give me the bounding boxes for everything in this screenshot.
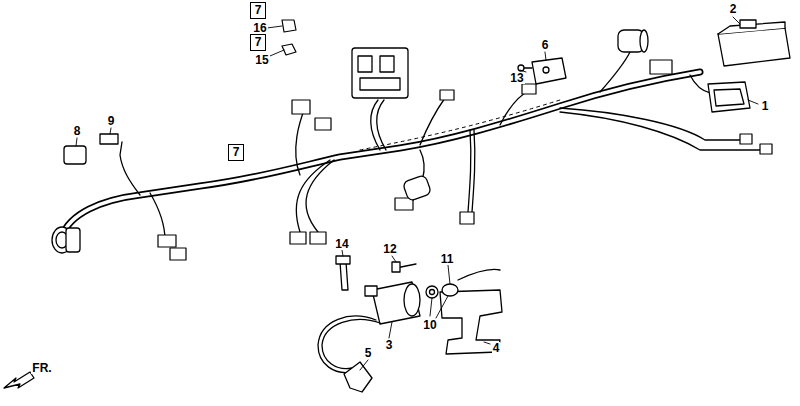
condenser-cylinder — [402, 30, 648, 202]
callout-number: 8 — [73, 125, 82, 137]
small-connectors — [158, 60, 772, 260]
reference-box: 7 — [250, 2, 266, 19]
reference-box: 7 — [250, 34, 266, 51]
callout-number: 12 — [382, 243, 397, 255]
callout-number: 14 — [334, 238, 349, 250]
callout-number: 15 — [254, 54, 269, 66]
callout-number: 10 — [422, 319, 437, 331]
callout-number: 4 — [492, 342, 501, 354]
rubber-mount — [708, 82, 750, 112]
front-arrow — [4, 372, 34, 388]
reference-number: 7 — [233, 146, 240, 158]
callout-number: 11 — [440, 253, 455, 265]
callout-number: 3 — [385, 339, 394, 351]
coil-bracket — [426, 269, 502, 354]
control-unit — [718, 20, 790, 66]
callout-number: 5 — [364, 347, 373, 359]
bolts — [336, 256, 416, 290]
callout-number: 16 — [252, 22, 267, 34]
callout-number: FR. — [31, 362, 52, 374]
reference-number: 7 — [255, 4, 262, 16]
callout-number: 1 — [761, 100, 770, 112]
harness-branches — [120, 52, 760, 240]
horn-and-clip — [64, 134, 118, 164]
ignition-coil — [318, 282, 420, 392]
callout-number: 2 — [729, 3, 738, 15]
callout-number: 9 — [107, 115, 116, 127]
callout-number: 13 — [509, 72, 524, 84]
relay — [518, 58, 566, 84]
leader-lines — [76, 17, 758, 370]
callout-number: 6 — [541, 39, 550, 51]
fuse-box — [352, 48, 408, 98]
reference-number: 7 — [255, 36, 262, 48]
main-connector — [52, 227, 80, 253]
reference-box: 7 — [228, 144, 244, 161]
